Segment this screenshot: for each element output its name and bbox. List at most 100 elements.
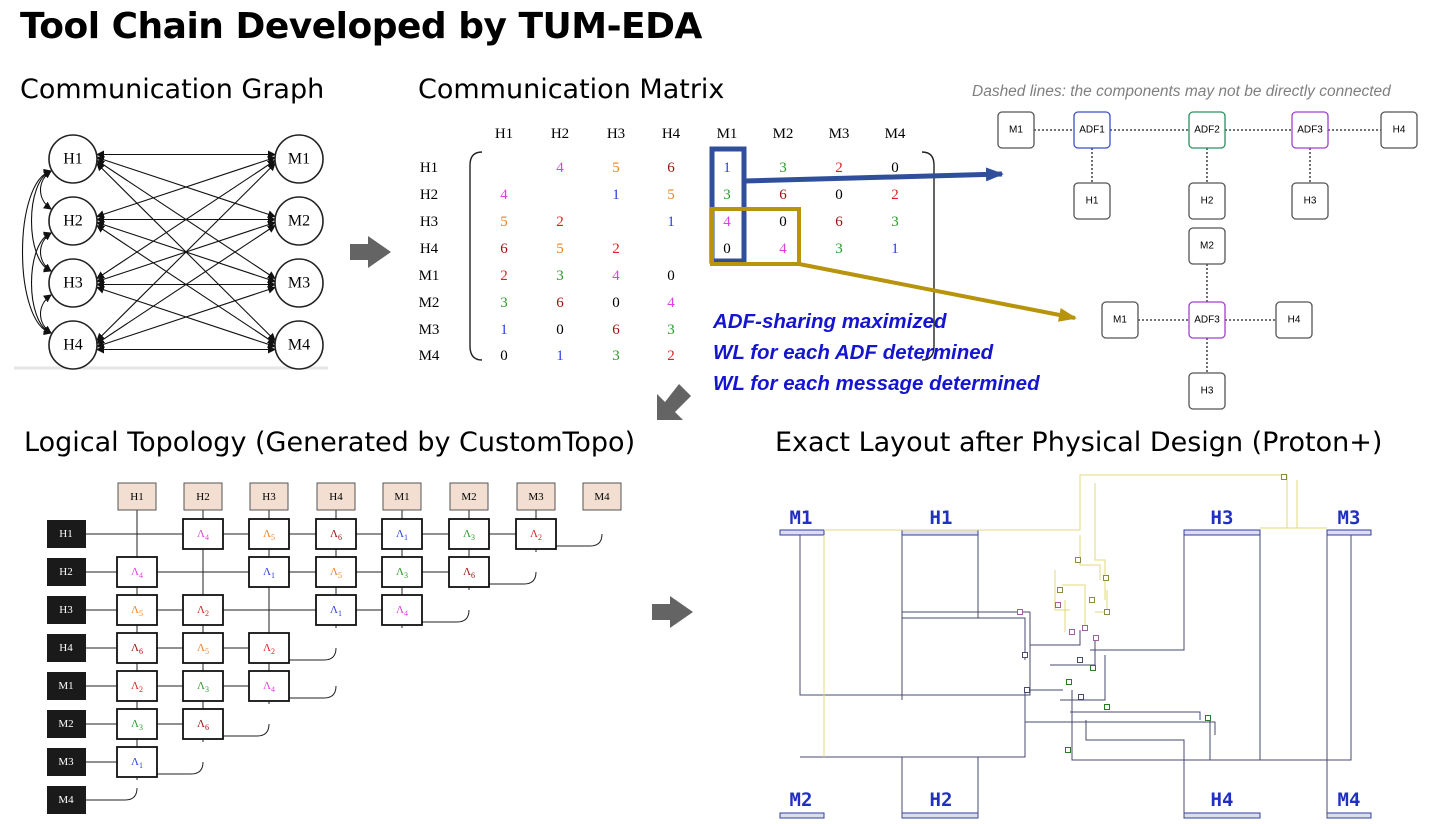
layout-wire <box>799 535 1031 696</box>
graph-node-label: H4 <box>63 337 83 354</box>
matrix-cell: 2 <box>835 160 843 176</box>
adf-node <box>1188 301 1226 339</box>
topology-wire <box>289 647 337 661</box>
component-node-label: H3 <box>1201 386 1214 397</box>
matrix-cell: 4 <box>667 295 675 311</box>
topology-cell <box>182 670 224 702</box>
claim-item: WL for each message determined <box>713 372 1040 395</box>
topology-cell-label: Λ6 <box>330 528 342 542</box>
component-node-label: M2 <box>1200 241 1214 252</box>
layout-wire <box>1209 535 1352 761</box>
topology-row-label: M2 <box>58 718 73 730</box>
matrix-cell: 0 <box>500 348 508 364</box>
matrix-cell: 0 <box>723 241 731 257</box>
matrix-cell: 4 <box>500 187 508 203</box>
topology-column-label: M4 <box>594 491 610 503</box>
topology-cell <box>315 518 357 550</box>
matrix-header: M2 <box>773 126 794 142</box>
topology-cell-label: Λ6 <box>197 718 209 732</box>
layout-pad <box>1183 812 1261 819</box>
layout-wire <box>824 474 1327 531</box>
claim-item: ADF-sharing maximized <box>713 310 947 333</box>
topology-row-label: M4 <box>58 794 74 806</box>
layout-wire <box>1094 483 1106 600</box>
component-node <box>1073 182 1111 220</box>
matrix-bracket-left <box>469 151 483 361</box>
claim-item: WL for each ADF determined <box>713 341 994 364</box>
topology-row-header <box>47 672 86 700</box>
matrix-cell: 3 <box>500 295 508 311</box>
topology-cell-label: Λ1 <box>263 566 275 580</box>
matrix-header: H4 <box>662 126 681 142</box>
topology-cell <box>116 670 158 702</box>
matrix-cell: 2 <box>891 187 899 203</box>
layout-wire <box>1070 711 1201 720</box>
matrix-row-label: H4 <box>420 241 439 257</box>
matrix-cell: 5 <box>612 160 620 176</box>
topology-wire <box>157 761 204 775</box>
topology-cell-label: Λ1 <box>396 528 408 542</box>
topology-wire <box>223 723 270 737</box>
topology-cell-label: Λ5 <box>131 604 143 618</box>
layout-via <box>1069 629 1075 635</box>
graph-node <box>274 134 324 184</box>
topology-row-label: M3 <box>58 756 74 768</box>
matrix-cell: 0 <box>779 214 787 230</box>
layout-wire <box>1079 535 1101 580</box>
component-node <box>1380 111 1418 149</box>
matrix-cell: 3 <box>891 214 899 230</box>
matrix-header: H2 <box>551 126 569 142</box>
graph-node <box>48 320 98 370</box>
topology-cell-label: Λ6 <box>131 642 143 656</box>
adf-node-label: ADF1 <box>1079 125 1105 136</box>
component-node-label: H4 <box>1393 125 1406 136</box>
topology-column-label: H3 <box>262 491 276 503</box>
topology-cell-label: Λ3 <box>131 718 143 732</box>
page-title: Tool Chain Developed by TUM-EDA <box>20 6 702 47</box>
matrix-cell: 2 <box>500 268 508 284</box>
arrow-to-adf-bottom <box>798 262 1077 322</box>
process-arrow-right-icon <box>350 236 391 268</box>
layout-wire <box>1030 630 1081 646</box>
matrix-row-label: M4 <box>419 348 440 364</box>
matrix-cell: 0 <box>835 187 843 203</box>
matrix-cell: 4 <box>556 160 564 176</box>
graph-node <box>274 320 324 370</box>
topology-column-header <box>382 482 422 511</box>
graph-node <box>274 258 324 308</box>
topology-cell-label: Λ2 <box>131 680 143 694</box>
topology-cell <box>248 632 290 664</box>
matrix-cell: 0 <box>556 322 564 338</box>
process-arrow-right-icon <box>652 596 693 628</box>
layout-label: M4 <box>1338 789 1361 811</box>
layout-via <box>1104 704 1110 710</box>
topology-column-label: M3 <box>528 491 544 503</box>
adf-node <box>1073 111 1111 149</box>
graph-node <box>274 196 324 246</box>
component-node <box>1188 182 1226 220</box>
section-title-topology: Logical Topology (Generated by CustomTop… <box>24 427 636 458</box>
topology-cell <box>116 594 158 626</box>
layout-label: H3 <box>1211 507 1234 529</box>
topology-column-header <box>449 482 489 511</box>
topology-column-header <box>582 482 622 511</box>
layout-label: M1 <box>790 507 813 529</box>
graph-edge <box>39 232 52 272</box>
layout-wire <box>1085 720 1185 818</box>
matrix-cell: 2 <box>612 241 620 257</box>
dashed-lines-note: Dashed lines: the components may not be … <box>972 83 1391 100</box>
matrix-cell: 1 <box>556 348 564 364</box>
topology-cell <box>116 556 158 588</box>
layout-pad <box>901 812 979 819</box>
topology-cell-label: Λ3 <box>463 528 475 542</box>
topology-cell <box>182 518 224 550</box>
topology-row-header <box>47 596 86 624</box>
matrix-cell: 1 <box>723 160 731 176</box>
topology-wire <box>489 571 537 585</box>
layout-via <box>1077 657 1083 663</box>
topology-cell-label: Λ3 <box>396 566 408 580</box>
layout-label: H4 <box>1211 789 1234 811</box>
matrix-cell: 6 <box>556 295 564 311</box>
topology-cell <box>248 670 290 702</box>
